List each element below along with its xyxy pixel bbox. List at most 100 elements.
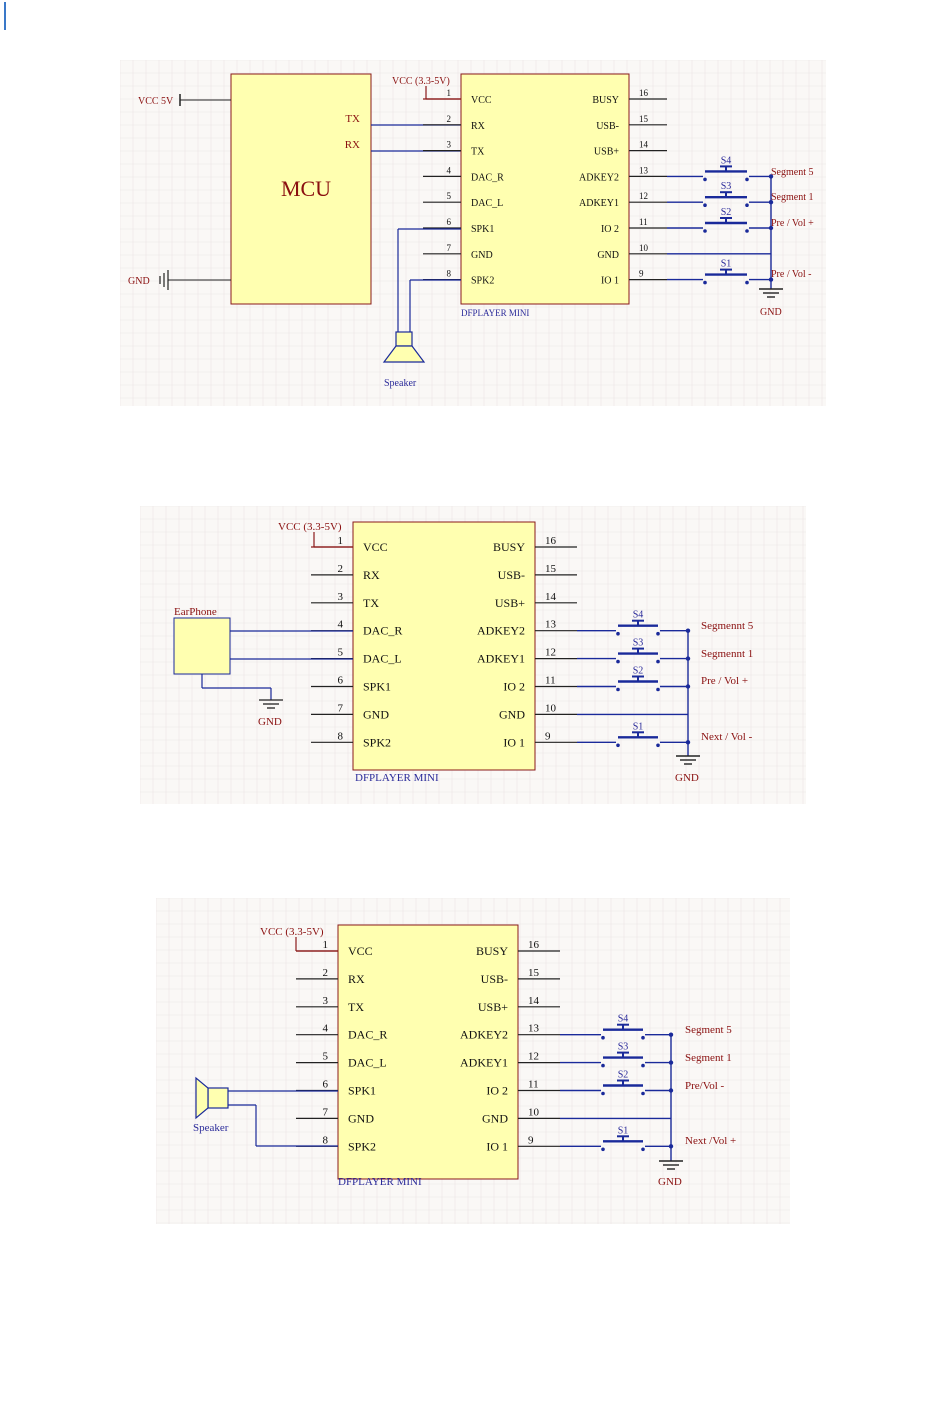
pin-name: IO 1 (601, 276, 619, 287)
pin-number: 3 (338, 591, 344, 603)
switch-s3: S3 (703, 181, 749, 207)
pin-name: ADKEY2 (477, 624, 525, 638)
pin-number: 8 (447, 269, 452, 279)
pin-number: 13 (639, 165, 649, 175)
switch-label: S3 (618, 1042, 629, 1053)
pin-name: SPK1 (363, 680, 391, 694)
pin-number: 16 (639, 88, 649, 98)
gnd-label: GND (675, 772, 699, 784)
switch-s2: S2 (601, 1070, 645, 1096)
pin-number: 16 (528, 939, 540, 951)
switch-s2: S2 (703, 207, 749, 233)
junction-dot (768, 174, 774, 179)
switch-s4: S4 (601, 1014, 645, 1040)
switch-label: S2 (721, 207, 732, 218)
schematic-mcu: MCU TX RX VCC 5V GND VCC (3.3-5V) DFPLAY… (120, 60, 826, 406)
junction-dot (668, 1060, 674, 1065)
pin-number: 1 (323, 939, 329, 951)
vcc-label: VCC (3.3-5V) (260, 926, 324, 938)
switch-label: S1 (633, 721, 644, 732)
pin-number: 14 (528, 995, 540, 1007)
junction-dot (685, 684, 691, 689)
pin-name: RX (363, 568, 380, 582)
pin-number: 4 (338, 619, 344, 631)
pin-name: IO 2 (503, 680, 525, 694)
pin-name: RX (348, 972, 365, 986)
pin-name: USB+ (478, 1000, 508, 1014)
pin-name: ADKEY1 (579, 198, 619, 209)
gnd-icon (676, 755, 700, 765)
pin-number: 7 (323, 1106, 329, 1118)
junction-dot (668, 1088, 674, 1093)
button-label-4: Next /Vol + (685, 1135, 736, 1147)
mcu-rx-label: RX (345, 139, 360, 151)
pin-name: TX (348, 1000, 364, 1014)
pin-number: 8 (323, 1134, 329, 1146)
pin-name: BUSY (493, 540, 525, 554)
switch-s1: S1 (616, 721, 660, 748)
pin-name: USB+ (594, 147, 619, 158)
speaker-label: Speaker (384, 378, 417, 389)
mcu-label: MCU (281, 176, 331, 201)
pin-number: 2 (338, 563, 344, 575)
gnd-icon (659, 1160, 683, 1170)
pin-name: BUSY (476, 944, 508, 958)
pin-name: DAC_L (348, 1056, 387, 1070)
switch-s1: S1 (601, 1125, 645, 1152)
pin-number: 11 (528, 1079, 539, 1091)
pin-number: 14 (639, 140, 649, 150)
speaker-body (207, 1087, 229, 1109)
pin-number: 4 (447, 165, 452, 175)
switch-s3: S3 (601, 1042, 645, 1068)
pin-number: 5 (447, 191, 452, 201)
pin-number: 4 (323, 1023, 329, 1035)
junction-dot (685, 740, 691, 745)
button-label-3: Pre/Vol - (685, 1080, 725, 1092)
pin-name: VCC (348, 944, 373, 958)
pin-name: GND (348, 1111, 374, 1125)
button-label-1: Segmennt 5 (701, 620, 754, 632)
pin-number: 3 (323, 995, 329, 1007)
vcc-label: VCC (3.3-5V) (278, 521, 342, 533)
pin-name: TX (471, 147, 485, 158)
switch-label: S1 (618, 1125, 629, 1136)
speaker-body (395, 331, 413, 347)
button-label-1: Segment 5 (685, 1024, 732, 1036)
pin-name: DAC_L (363, 652, 402, 666)
pin-name: DAC_R (348, 1028, 387, 1042)
junction-dot (768, 200, 774, 205)
page-edge-bar (4, 2, 6, 30)
pin-number: 2 (323, 967, 329, 979)
mcu-gnd-label: GND (128, 276, 150, 287)
switch-label: S2 (633, 666, 644, 677)
dfplayer-name: DFPLAYER MINI (338, 1176, 422, 1188)
earphone-label: EarPhone (174, 606, 217, 618)
switch-s4: S4 (703, 155, 749, 182)
button-label-2: Segment 1 (685, 1052, 732, 1064)
pin-name: RX (471, 121, 486, 132)
junction-dot (668, 1144, 674, 1149)
pin-number: 2 (447, 114, 452, 124)
pin-number: 8 (338, 730, 344, 742)
switch-s2: S2 (616, 666, 660, 692)
pin-number: 15 (639, 114, 649, 124)
pin-name: VCC (363, 540, 388, 554)
pin-name: USB- (596, 121, 619, 132)
pin-number: 13 (528, 1023, 540, 1035)
pin-name: IO 1 (503, 735, 525, 749)
pin-number: 12 (545, 647, 556, 659)
button-label-3: Pre / Vol + (771, 218, 814, 229)
pin-number: 15 (545, 563, 557, 575)
pin-name: GND (499, 707, 525, 721)
mcu-vcc-label: VCC 5V (138, 96, 174, 107)
pin-name: SPK2 (348, 1139, 376, 1153)
pin-number: 10 (528, 1106, 540, 1118)
junction-dot (685, 656, 691, 661)
pin-name: DAC_R (471, 172, 504, 183)
pin-number: 1 (338, 535, 344, 547)
pin-name: SPK2 (471, 276, 494, 287)
